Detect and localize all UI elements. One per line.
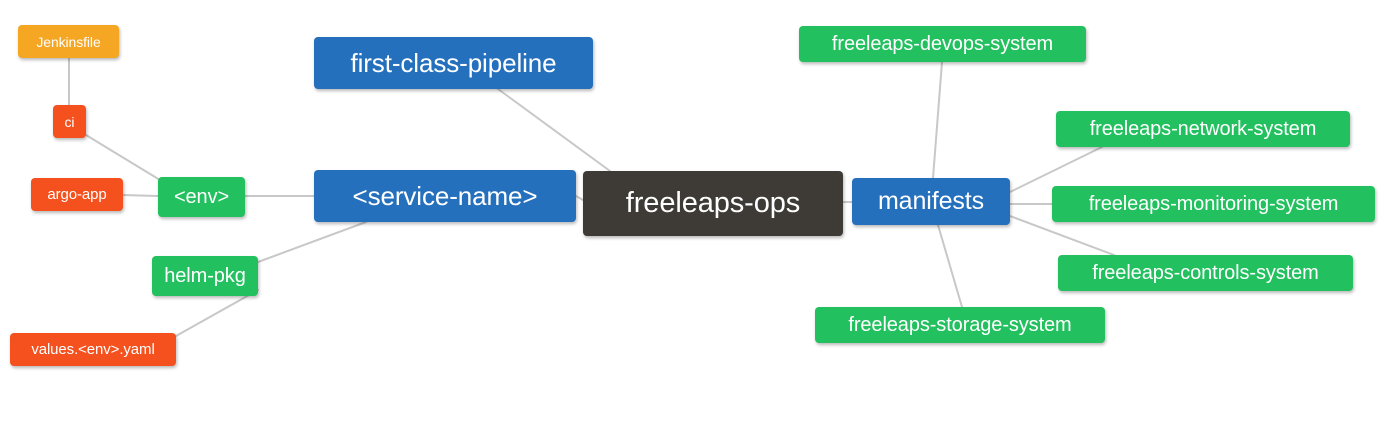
node-freeleaps-controls-system[interactable]: freeleaps-controls-system: [1058, 255, 1353, 291]
node-argo-app[interactable]: argo-app: [31, 178, 123, 211]
edge-service-name-freeleaps-ops: [575, 195, 584, 201]
node-label-manifests: manifests: [877, 187, 985, 215]
node-helm-pkg[interactable]: helm-pkg: [152, 256, 258, 296]
node-label-values-yaml: values.<env>.yaml: [31, 341, 155, 358]
node-service-name[interactable]: <service-name>: [314, 170, 576, 222]
edge-manifests-devops: [932, 61, 943, 179]
node-values-yaml[interactable]: values.<env>.yaml: [10, 333, 176, 366]
edge-first-class-pipeline-freeleaps-ops: [497, 88, 611, 172]
node-label-freeleaps-storage-system: freeleaps-storage-system: [848, 314, 1072, 336]
node-freeleaps-network-system[interactable]: freeleaps-network-system: [1056, 111, 1350, 147]
edge-manifests-network: [1009, 146, 1103, 193]
node-manifests[interactable]: manifests: [852, 178, 1010, 225]
node-label-freeleaps-monitoring-system: freeleaps-monitoring-system: [1088, 193, 1339, 215]
node-freeleaps-ops[interactable]: freeleaps-ops: [583, 171, 843, 236]
node-label-first-class-pipeline: first-class-pipeline: [350, 48, 557, 78]
node-label-jenkinsfile: Jenkinsfile: [36, 33, 101, 50]
node-first-class-pipeline[interactable]: first-class-pipeline: [314, 37, 593, 89]
node-freeleaps-storage-system[interactable]: freeleaps-storage-system: [815, 307, 1105, 343]
node-label-freeleaps-network-system: freeleaps-network-system: [1089, 118, 1317, 140]
edge-ci-env: [85, 134, 161, 181]
node-jenkinsfile[interactable]: Jenkinsfile: [18, 25, 119, 58]
node-label-helm-pkg: helm-pkg: [164, 265, 246, 287]
edge-argo-app-env: [122, 194, 159, 197]
node-freeleaps-devops-system[interactable]: freeleaps-devops-system: [799, 26, 1086, 62]
node-ci[interactable]: ci: [53, 105, 86, 138]
node-label-service-name: <service-name>: [352, 181, 538, 211]
node-freeleaps-monitoring-system[interactable]: freeleaps-monitoring-system: [1052, 186, 1375, 222]
edge-manifests-storage: [937, 224, 963, 308]
edge-manifests-controls: [1009, 215, 1115, 256]
node-label-env: <env>: [173, 186, 230, 208]
node-label-freeleaps-ops: freeleaps-ops: [625, 187, 801, 219]
node-label-argo-app: argo-app: [47, 186, 107, 203]
node-label-freeleaps-controls-system: freeleaps-controls-system: [1092, 262, 1319, 284]
edge-helm-pkg-service-name: [257, 221, 367, 263]
node-label-freeleaps-devops-system: freeleaps-devops-system: [831, 33, 1054, 55]
node-env[interactable]: <env>: [158, 177, 245, 217]
edge-values-yaml-helm-pkg: [175, 289, 259, 337]
node-label-ci: ci: [64, 113, 75, 130]
